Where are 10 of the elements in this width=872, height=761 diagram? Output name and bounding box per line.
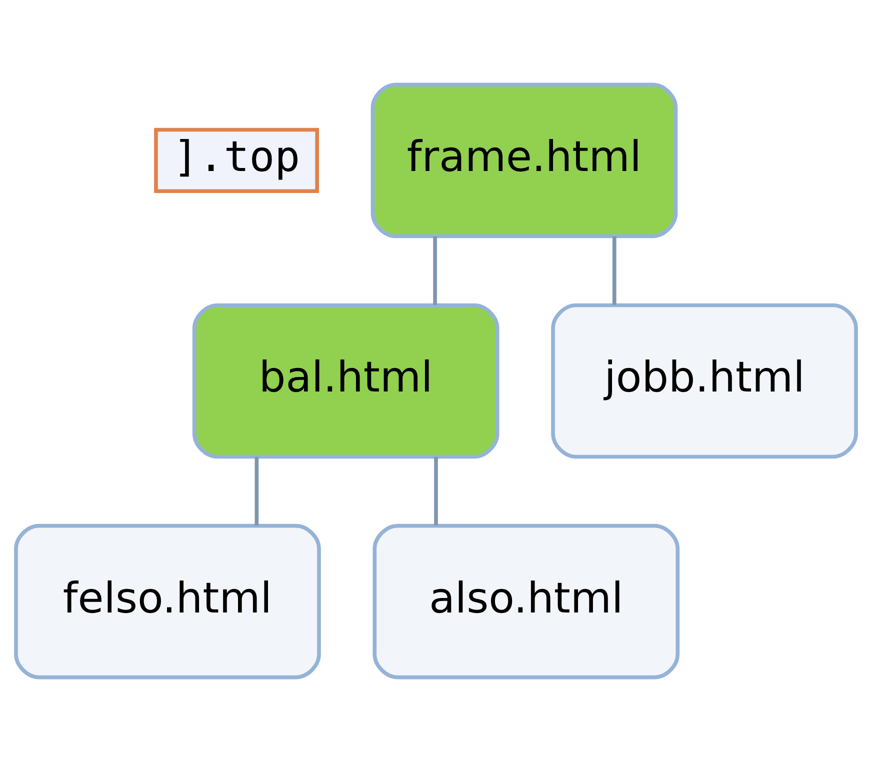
connector (433, 236, 437, 304)
connector (612, 236, 616, 304)
node-box: jobb.html (551, 302, 858, 458)
node-box: bal.html (192, 302, 500, 458)
node-box: frame.html (370, 82, 678, 238)
connector (254, 456, 259, 526)
node-box: also.html (372, 523, 680, 679)
connector (434, 456, 438, 526)
node-box: felso.html (14, 523, 321, 679)
label: ].top (173, 132, 300, 181)
